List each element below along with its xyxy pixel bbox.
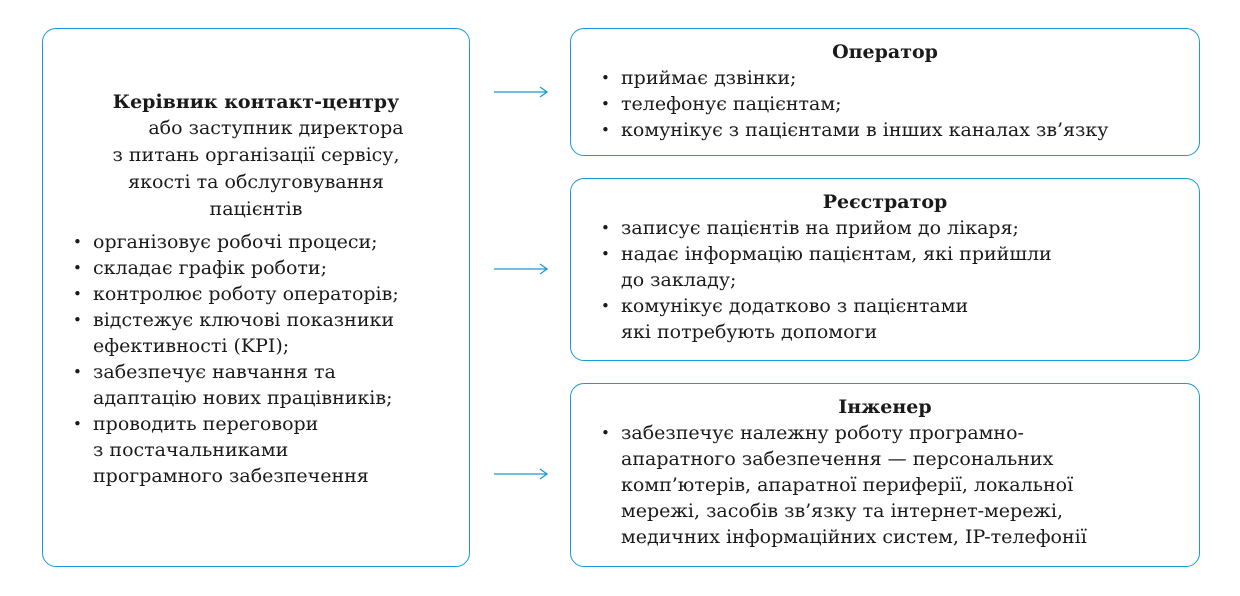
- item-line: комунікує з пацієнтами в інших каналах з…: [621, 119, 1109, 141]
- role-duties: забезпечує належну роботу програмно-апар…: [601, 420, 1199, 550]
- item-line: до закладу;: [621, 269, 737, 291]
- item-line: забезпечує навчання та: [93, 361, 336, 383]
- engineer-box: Інженерзабезпечує належну роботу програм…: [570, 383, 1200, 567]
- role-title: Оператор: [832, 41, 938, 63]
- manager-box: Керівник контакт-центру або заступник ди…: [42, 28, 470, 567]
- registrar-box: Реєстраторзаписує пацієнтів на прийом до…: [570, 178, 1200, 361]
- operator-box: Оператор приймає дзвінки; телефонує пацієн…: [570, 28, 1200, 156]
- manager-subtitle: або заступник директора з питань організ…: [73, 115, 469, 223]
- subtitle-line: пацієнтів: [209, 198, 303, 220]
- role-title: Інженер: [838, 396, 932, 418]
- item-line: ефективності (KPI);: [93, 335, 290, 357]
- manager-title: Керівник контакт-центру: [112, 91, 400, 113]
- item-line: апаратного забезпечення — персональних: [621, 448, 1054, 470]
- item-line: складає графік роботи;: [93, 257, 327, 279]
- item-line: які потребують допомоги: [621, 321, 878, 343]
- subtitle-line: якості та обслуговування: [128, 171, 384, 193]
- item-line: комп’ютерів, апаратної периферії, локаль…: [621, 474, 1074, 496]
- list-item: комунікує додатково з пацієнтами які потр…: [601, 293, 1199, 345]
- item-line: приймає дзвінки;: [621, 67, 797, 89]
- list-item: проводить переговори з постачальниками про…: [73, 411, 469, 489]
- list-item: забезпечує навчання та адаптацію нових пр…: [73, 359, 469, 411]
- item-line: надає інформацію пацієнтам, які прийшли: [621, 243, 1052, 265]
- item-line: записує пацієнтів на прийом до лікаря;: [621, 217, 1019, 239]
- arrow-right-icon: [494, 468, 548, 480]
- item-line: організовує робочі процеси;: [93, 231, 378, 253]
- list-item: приймає дзвінки;: [601, 65, 1199, 91]
- subtitle-line: або заступник директора: [148, 117, 404, 139]
- list-item: забезпечує належну роботу програмно-апар…: [601, 420, 1199, 550]
- arrow-right-icon: [494, 263, 548, 275]
- list-item: комунікує з пацієнтами в інших каналах з…: [601, 117, 1199, 143]
- item-line: мережі, засобів зв’язку та інтернет-мере…: [621, 500, 1064, 522]
- list-item: контролює роботу операторів;: [73, 281, 469, 307]
- subtitle-line: з питань організації сервісу,: [112, 144, 400, 166]
- role-duties: приймає дзвінки; телефонує пацієнтам; кому…: [601, 65, 1199, 143]
- item-line: відстежує ключові показники: [93, 309, 395, 331]
- item-line: забезпечує належну роботу програмно-: [621, 422, 1024, 444]
- item-line: програмного забезпечення: [93, 465, 369, 487]
- item-line: комунікує додатково з пацієнтами: [621, 295, 969, 317]
- item-line: проводить переговори: [93, 413, 319, 435]
- manager-duties: організовує робочі процеси; складає графі…: [73, 229, 469, 489]
- arrow-right-icon: [494, 86, 548, 98]
- list-item: організовує робочі процеси;: [73, 229, 469, 255]
- item-line: адаптацію нових працівників;: [93, 387, 393, 409]
- list-item: відстежує ключові показники ефективності …: [73, 307, 469, 359]
- role-duties: записує пацієнтів на прийом до лікаря;на…: [601, 215, 1199, 345]
- list-item: надає інформацію пацієнтам, які прийшли д…: [601, 241, 1199, 293]
- list-item: телефонує пацієнтам;: [601, 91, 1199, 117]
- list-item: записує пацієнтів на прийом до лікаря;: [601, 215, 1199, 241]
- item-line: з постачальниками: [93, 439, 289, 461]
- role-title: Реєстратор: [822, 191, 948, 213]
- list-item: складає графік роботи;: [73, 255, 469, 281]
- item-line: контролює роботу операторів;: [93, 283, 399, 305]
- item-line: телефонує пацієнтам;: [621, 93, 842, 115]
- item-line: медичних інформаційних систем, IP-телефо…: [621, 526, 1087, 548]
